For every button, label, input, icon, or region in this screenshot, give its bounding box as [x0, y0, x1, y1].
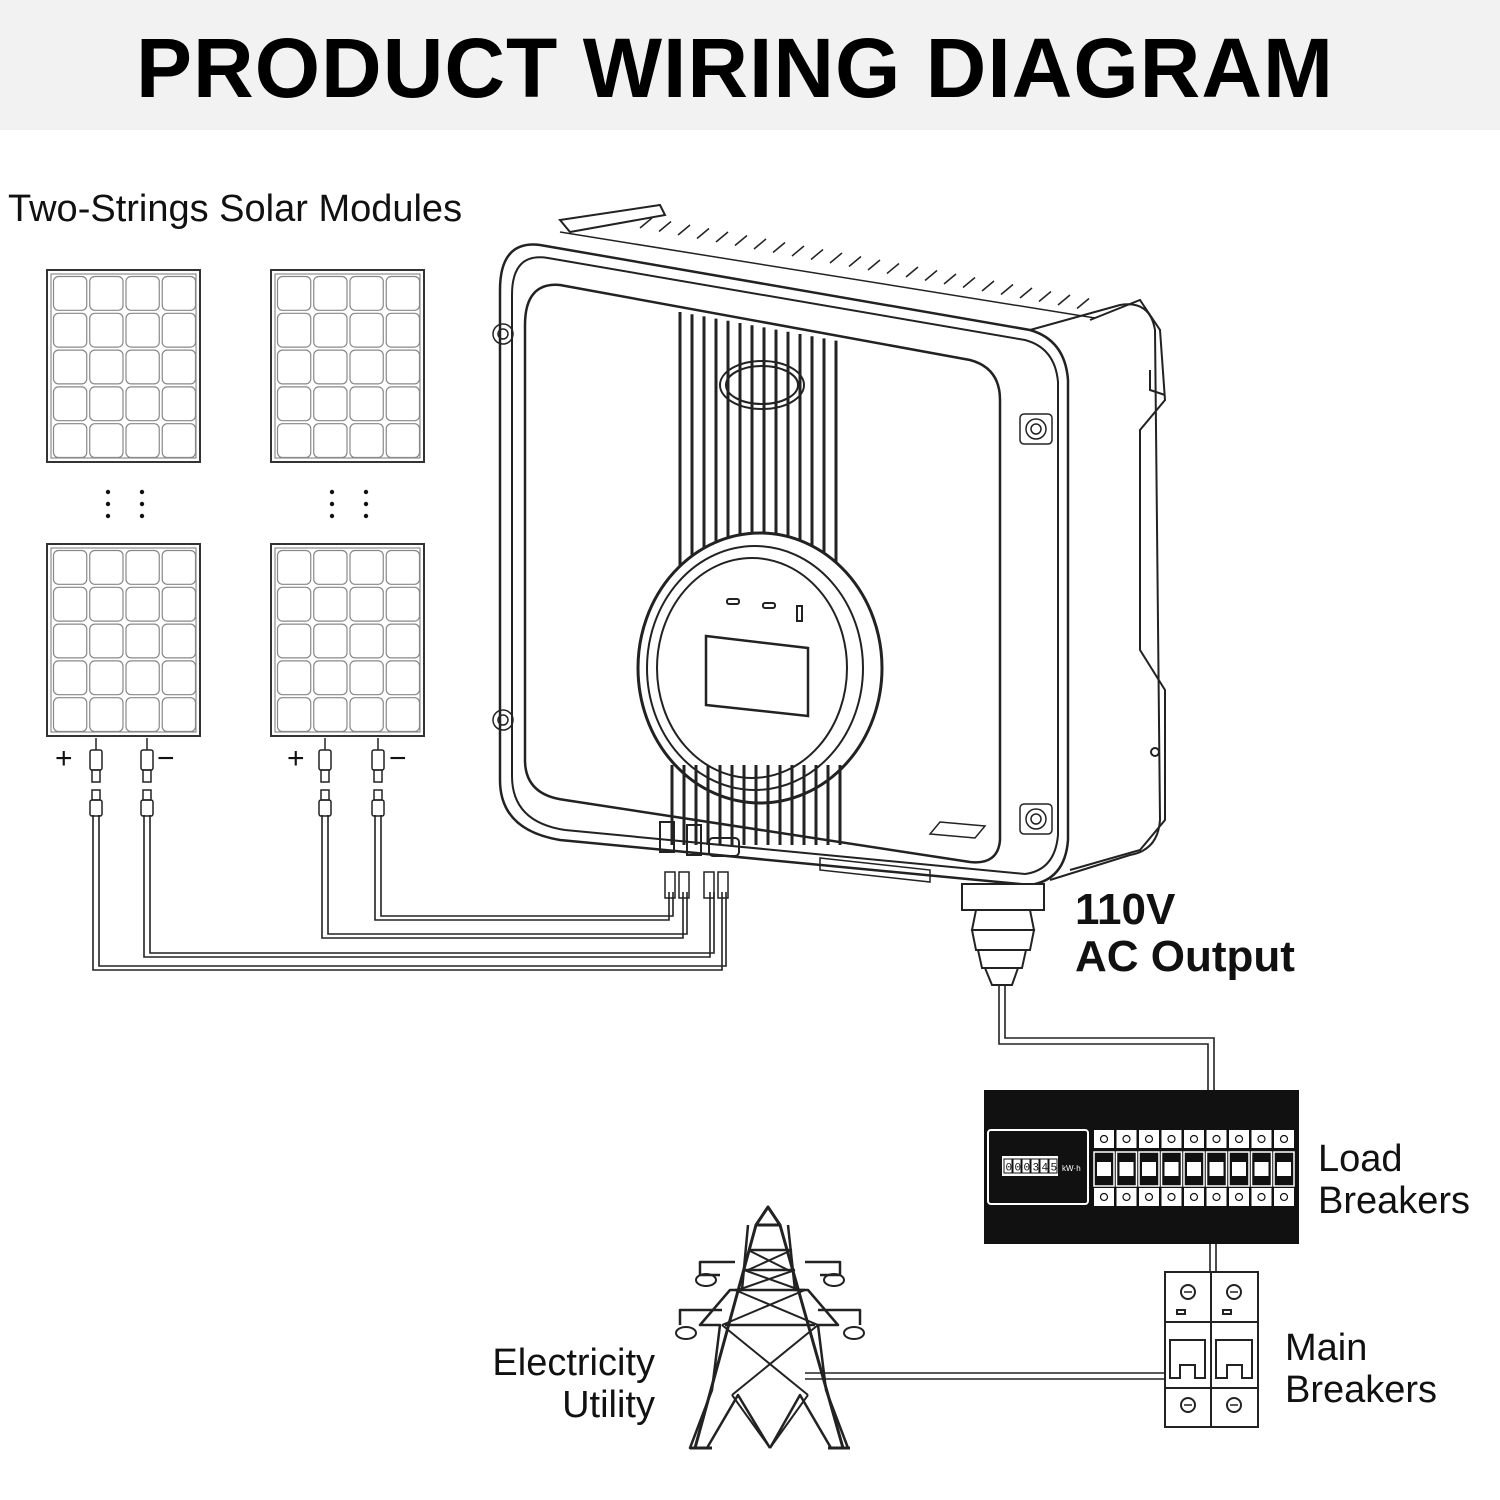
dc-cable-1b: [98, 815, 727, 967]
dot: [329, 489, 335, 495]
dc-cable-4b: [380, 815, 674, 917]
load-breaker: [1250, 1130, 1273, 1206]
utility-label-1: Electricity: [492, 1342, 655, 1384]
mc4-connectors: [89, 738, 385, 817]
transmission-tower-icon: [675, 1205, 865, 1450]
dot: [139, 513, 145, 519]
load-breaker: [1273, 1130, 1295, 1206]
ac-output-voltage-label: 110V: [1075, 885, 1176, 934]
cable-gland-icon: [961, 883, 1045, 986]
solar-modules-label: Two-Strings Solar Modules: [8, 188, 463, 230]
meter-unit: kW·h: [1062, 1164, 1081, 1173]
plus-sign-1: +: [55, 742, 73, 775]
main-breakers-label-2: Breakers: [1285, 1369, 1438, 1411]
minus-sign-1: −: [157, 742, 175, 775]
main-breakers-label-1: Main: [1285, 1327, 1368, 1369]
dc-cable-2b: [149, 815, 715, 954]
mc4-connector-icon: [140, 738, 154, 817]
solar-panel-icon: [46, 543, 201, 737]
dot: [105, 501, 111, 507]
meter-digit: 0: [1015, 1163, 1022, 1175]
dot: [139, 501, 145, 507]
meter-digit: 3: [1033, 1163, 1040, 1175]
load-breakers-label-1: Load: [1318, 1138, 1403, 1180]
screw-icons: [492, 323, 1053, 835]
solar-panel-icon: [46, 269, 201, 463]
mc4-connector-icon: [318, 738, 332, 817]
dc-cable-4: [374, 815, 670, 921]
dc-cable-3: [321, 815, 684, 939]
ac-cable: [805, 985, 1217, 1380]
dot: [363, 513, 369, 519]
load-breakers-label-2: Breakers: [1318, 1180, 1471, 1222]
dot: [329, 501, 335, 507]
dot: [363, 489, 369, 495]
meter-digit: 0: [1006, 1163, 1013, 1175]
header-bar: [0, 0, 1500, 130]
solar-panel-icon: [270, 543, 425, 737]
dc-cable-1: [92, 815, 723, 971]
ac-output-label: AC Output: [1075, 932, 1295, 981]
dc-cable-3b: [327, 815, 688, 935]
load-breaker: [1183, 1130, 1205, 1206]
load-breaker: [1205, 1130, 1228, 1206]
dc-cables: [92, 815, 727, 971]
dot: [139, 489, 145, 495]
dot: [105, 489, 111, 495]
load-breaker: [1115, 1130, 1138, 1206]
solar-panel-icon: [270, 269, 425, 463]
mc4-connector-icon: [89, 738, 103, 817]
dc-cable-2: [143, 815, 711, 958]
ellipsis-dots: [105, 489, 369, 519]
meter-digit: 5: [1051, 1163, 1058, 1175]
meter-digit: 0: [1024, 1163, 1031, 1175]
solar-panels: [46, 269, 425, 737]
dot: [363, 501, 369, 507]
load-breaker: [1138, 1130, 1160, 1206]
meter-digit: 4: [1042, 1163, 1049, 1175]
load-breaker: [1093, 1130, 1115, 1206]
dot: [329, 513, 335, 519]
dot: [105, 513, 111, 519]
plus-sign-2: +: [287, 742, 305, 775]
page-title: PRODUCT WIRING DIAGRAM: [136, 21, 1334, 115]
minus-sign-2: −: [389, 742, 407, 775]
load-breaker: [1160, 1130, 1183, 1206]
main-breaker-icon: [1164, 1271, 1259, 1428]
inverter-icon: [492, 203, 1167, 986]
mc4-connector-icon: [371, 738, 385, 817]
utility-label-2: Utility: [562, 1384, 655, 1426]
load-breaker: [1228, 1130, 1250, 1206]
